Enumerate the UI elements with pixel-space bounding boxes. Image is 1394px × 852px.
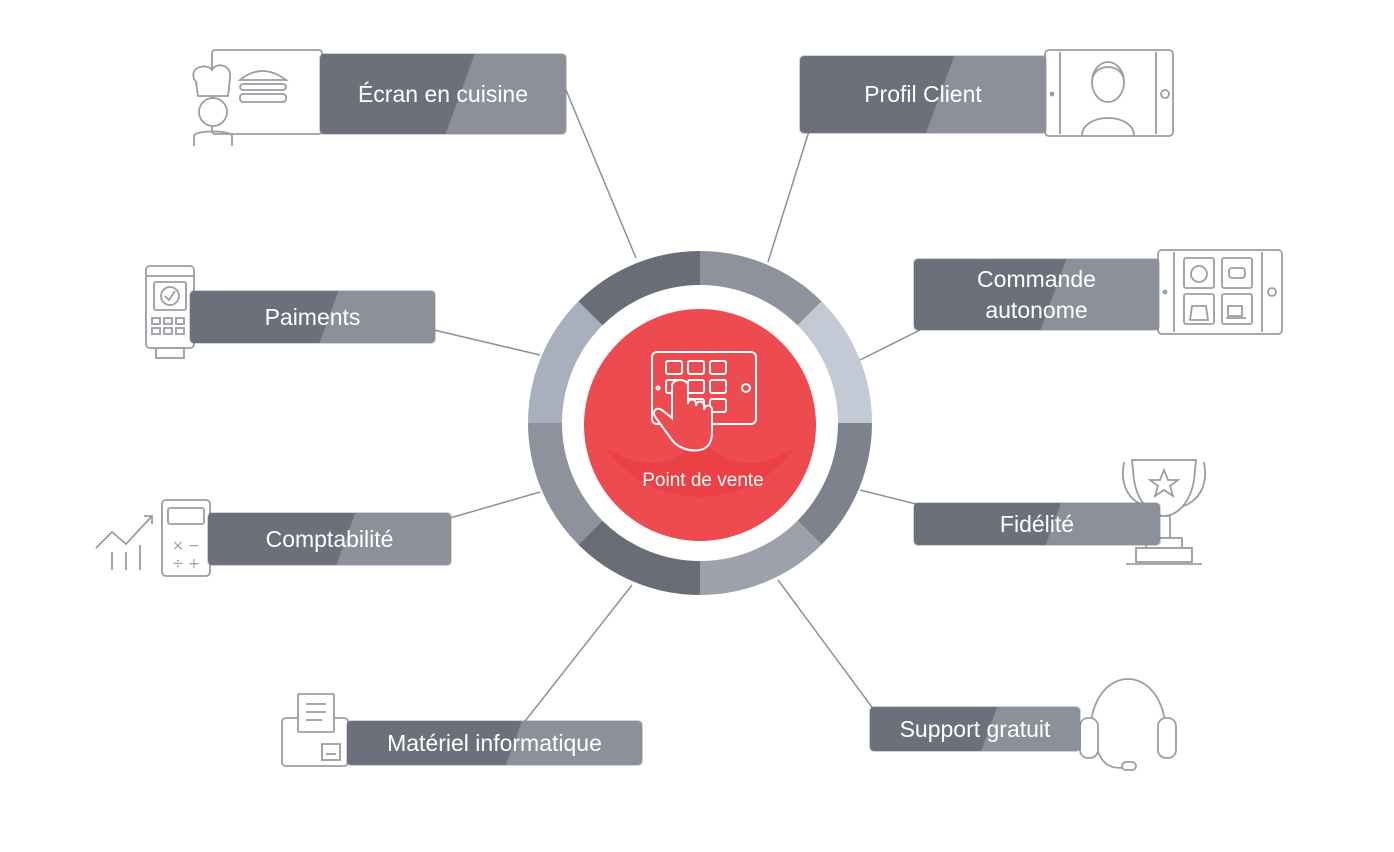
self-order-kiosk-icon: [1157, 249, 1283, 335]
node-label: Matériel informatique: [387, 729, 602, 756]
node-ecran-en-cuisine[interactable]: Écran en cuisine: [320, 54, 566, 134]
node-support-gratuit[interactable]: Support gratuit: [870, 707, 1080, 751]
connector-comptabilite: [449, 491, 541, 519]
node-label: Fidélité: [999, 510, 1075, 537]
connector-paiments: [433, 329, 541, 356]
node-materiel-informatique[interactable]: Matériel informatique: [347, 721, 642, 765]
node-label: Profil Client: [864, 81, 982, 107]
tablet-touch-icon: [651, 351, 757, 452]
ring-segment: [578, 520, 701, 595]
calculator-chart-icon: × − ÷ +: [95, 499, 211, 577]
hub-ring: [528, 251, 872, 595]
payment-terminal-icon: [145, 265, 195, 359]
node-profil-client[interactable]: Profil Client: [800, 56, 1046, 133]
node-commande-autonome[interactable]: Commande autonome: [914, 259, 1159, 330]
hub-label[interactable]: Point de vente: [642, 470, 764, 491]
ring-segment: [578, 251, 701, 326]
connector-ecran-en-cuisine: [565, 89, 637, 259]
node-fidelite[interactable]: Fidélité: [914, 503, 1160, 545]
node-label: Écran en cuisine: [357, 80, 529, 107]
ring-segment: [699, 520, 822, 595]
ring-segment: [528, 301, 603, 424]
printer-icon: [281, 693, 349, 767]
node-label: Commande autonome: [977, 265, 1096, 323]
ring-segment: [528, 422, 603, 545]
connectors: [433, 89, 921, 726]
connector-materiel-informatique: [521, 584, 633, 726]
node-label: Paiments: [264, 303, 361, 330]
headset-icon: [1079, 678, 1177, 771]
connector-commande-autonome: [859, 329, 921, 361]
svg-text:× −: × −: [172, 538, 200, 554]
node-label: Comptabilité: [265, 525, 394, 552]
connector-fidelite: [859, 489, 921, 506]
node-paiments[interactable]: Paiments: [190, 291, 435, 343]
ring-segment: [797, 422, 872, 545]
svg-text:÷ +: ÷ +: [172, 556, 200, 572]
chef-screen-icon: [192, 49, 323, 146]
trophy-icon: [1122, 459, 1206, 565]
connector-profil-client: [767, 127, 811, 263]
node-comptabilite[interactable]: Comptabilité: [208, 513, 451, 565]
customer-profile-icon: [1044, 49, 1174, 137]
connector-support-gratuit: [777, 579, 881, 719]
hub-shade: [604, 438, 796, 497]
node-label: Support gratuit: [899, 715, 1051, 742]
ring-segment: [797, 301, 872, 424]
ring-segment: [699, 251, 822, 326]
